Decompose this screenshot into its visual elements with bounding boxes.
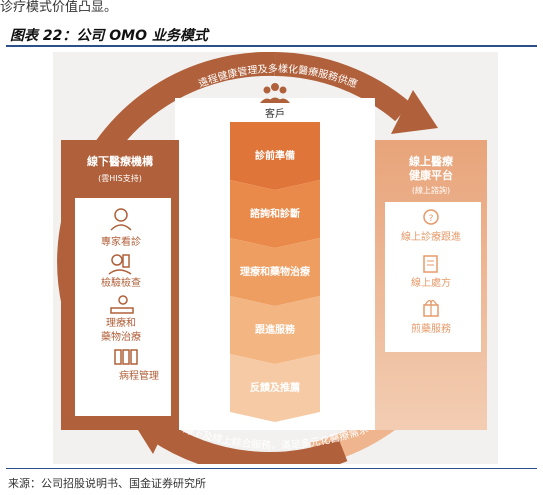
stage-block-3 bbox=[230, 238, 320, 306]
right-item-2: 線上處方 bbox=[411, 276, 451, 289]
lab-test-icon bbox=[108, 254, 132, 275]
customer-group-icon bbox=[260, 83, 290, 103]
stage-block-1 bbox=[230, 122, 320, 190]
stage-block-4 bbox=[230, 296, 320, 364]
stage-block-5 bbox=[230, 354, 320, 422]
omo-diagram: 遠程健康管理及多樣化醫療服務供應 線下及線上綜合服務，滿足多元化醫療需求 線下醫… bbox=[53, 51, 498, 476]
left-panel-title: 線下醫療機構 bbox=[87, 154, 153, 168]
right-panel-title-2: 健康平台 bbox=[409, 168, 453, 182]
stage-label-5: 反饋及推薦 bbox=[250, 381, 300, 394]
ring-top-right bbox=[274, 52, 411, 122]
right-items-card bbox=[385, 202, 481, 352]
left-panel-subtitle: (雲HIS支持) bbox=[98, 173, 142, 183]
top-arrow-head bbox=[391, 90, 438, 134]
source-note: 来源：公司招股说明书、国金证券研究所 bbox=[8, 477, 206, 490]
stage-label-3: 理療和藥物治療 bbox=[240, 265, 310, 278]
right-item-1: 線上診療跟進 bbox=[401, 230, 461, 243]
omo-diagram-svg: 遠程健康管理及多樣化醫療服務供應 線下及線上綜合服務，滿足多元化醫療需求 線下醫… bbox=[53, 51, 498, 476]
title-divider bbox=[6, 45, 537, 47]
left-item-3-line1: 理療和 bbox=[106, 316, 136, 329]
preceding-text: 诊疗模式价值凸显。 bbox=[0, 0, 118, 15]
ring-bottom bbox=[150, 419, 348, 476]
figure-title: 图表 22：公司 OMO 业务模式 bbox=[10, 28, 208, 44]
records-icon bbox=[114, 349, 138, 365]
doctor-icon bbox=[110, 208, 132, 231]
left-item-1: 專家看診 bbox=[101, 235, 141, 248]
source-divider bbox=[6, 468, 537, 469]
prescription-icon bbox=[423, 255, 438, 273]
stage-block-2 bbox=[230, 180, 320, 248]
right-panel-subtitle: (線上諮詢) bbox=[412, 185, 450, 195]
physiotherapy-icon bbox=[110, 295, 134, 314]
question-icon: ? bbox=[423, 209, 439, 225]
left-item-4: 病程管理 bbox=[119, 369, 159, 382]
stage-label-1: 診前準備 bbox=[255, 149, 295, 162]
stage-label-2: 諮詢和診斷 bbox=[250, 207, 300, 220]
left-item-3-line2: 藥物治療 bbox=[101, 330, 141, 343]
right-panel-title: 線上醫療 bbox=[409, 154, 454, 168]
stage-label-4: 跟進服務 bbox=[255, 323, 296, 336]
left-items-card bbox=[75, 198, 171, 416]
right-item-3: 煎藥服務 bbox=[411, 322, 451, 335]
gift-box-icon bbox=[423, 299, 439, 317]
left-item-2: 檢驗檢查 bbox=[101, 276, 141, 289]
customer-label: 客戶 bbox=[265, 107, 285, 120]
svg-text:?: ? bbox=[429, 214, 434, 224]
